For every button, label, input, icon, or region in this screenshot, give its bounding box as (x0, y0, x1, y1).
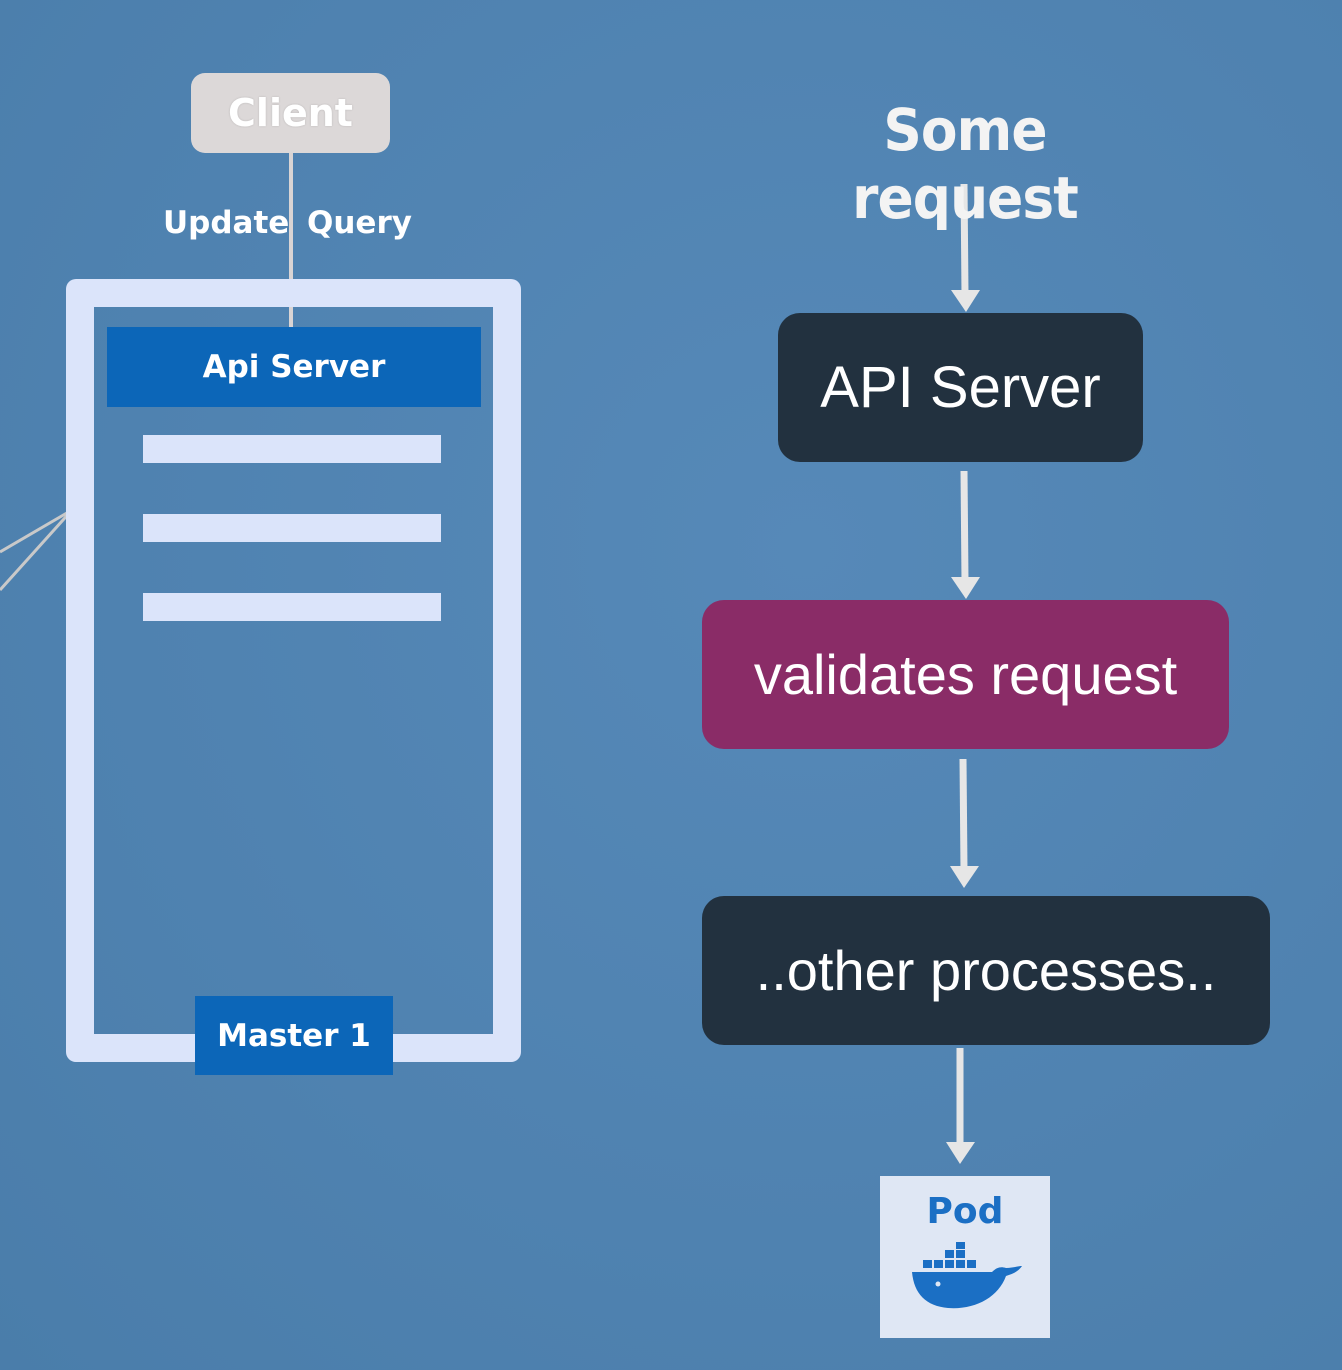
docker-whale-icon (912, 1242, 1022, 1309)
flow-step-label: validates request (753, 643, 1178, 706)
master-node-label: Master 1 (195, 996, 393, 1075)
component-placeholder-2 (143, 514, 441, 542)
flow-step-api-server: API Server (778, 313, 1143, 462)
flow-arrow-4 (946, 1048, 975, 1164)
client-label: Client (228, 91, 353, 135)
component-placeholder-3 (143, 593, 441, 621)
flow-arrow-1 (951, 183, 980, 312)
flow-arrow-3 (950, 758, 979, 888)
flow-step-label: ..other processes.. (755, 939, 1217, 1002)
flow-title: Some request (852, 96, 1079, 232)
pod-label: Pod (926, 1191, 1004, 1232)
flow-step-validates-request: validates request (702, 600, 1229, 749)
flow-step-label: API Server (820, 355, 1101, 420)
flow-step-other-processes: ..other processes.. (702, 896, 1270, 1045)
query-label: Query (307, 205, 412, 241)
left-edge-connector-2 (0, 508, 74, 592)
pod-node: Pod (880, 1176, 1050, 1338)
client-node: Client (191, 73, 390, 153)
master-node-label-text: Master 1 (217, 1017, 371, 1054)
component-placeholder-1 (143, 435, 441, 463)
update-label: Update (163, 205, 290, 241)
api-server-component: Api Server (107, 327, 481, 407)
api-server-component-label: Api Server (202, 349, 386, 385)
left-edge-connector-1 (0, 508, 73, 554)
flow-arrow-2 (951, 470, 980, 599)
